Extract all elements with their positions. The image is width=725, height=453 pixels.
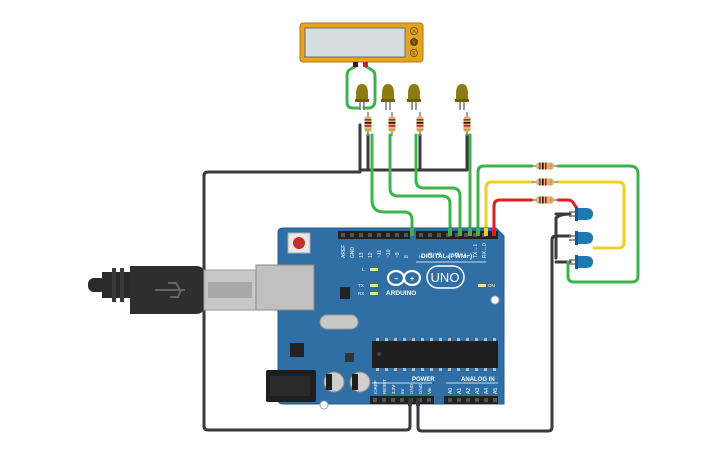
status-leds: L TX RX ON [358, 267, 495, 296]
pin-label-a5: A5 [493, 388, 499, 394]
svg-text:+: + [410, 276, 414, 283]
blue-led-3[interactable] [569, 255, 593, 269]
pin-label-ioref: IOREF [373, 380, 378, 394]
multimeter[interactable]: A V R [299, 22, 424, 67]
pin-label-8: 8 [404, 255, 410, 258]
resistor-5[interactable] [532, 162, 558, 170]
resistor-1[interactable] [364, 112, 372, 136]
pin-label-gnd-2: GND [418, 383, 423, 394]
pin-label-tx1: TX→1 [473, 244, 479, 258]
voltage-regulator-chip [340, 287, 350, 299]
wire-led3-pin[interactable] [414, 133, 462, 236]
mode-a-button[interactable] [409, 26, 418, 35]
pin-label-a2: A2 [466, 388, 472, 394]
pin-label-a0: A0 [448, 388, 454, 394]
resistor-2[interactable] [388, 112, 396, 136]
pin-label-vin: Vin [427, 387, 432, 394]
resistor-4[interactable] [463, 112, 471, 136]
wire-meter-black[interactable] [345, 64, 361, 110]
analog-header [444, 396, 498, 404]
infinity-logo-icon [386, 269, 422, 287]
probe-black-terminal[interactable] [353, 62, 358, 67]
pin-label-a1: A1 [457, 388, 463, 394]
resistor-3[interactable] [416, 112, 424, 136]
pin-label-a3: A3 [475, 388, 481, 394]
pin-label-5: ~5 [437, 252, 443, 258]
usb-jack [255, 264, 315, 311]
pin-label-12: 12 [368, 252, 374, 258]
brand-label: ARDUINO [386, 290, 416, 297]
pin-label-2: 2 [464, 255, 470, 258]
electrolytic-capacitors [323, 371, 371, 393]
power-pin-labels: IOREF RESET 3.3V 5V GND GND Vin [373, 379, 432, 394]
resistor-7[interactable] [532, 196, 558, 204]
blue-led-2[interactable] [569, 231, 593, 245]
resistor-6[interactable] [532, 178, 558, 186]
atmega-microcontroller [372, 338, 498, 371]
analog-pin-labels: A0 A1 A2 A3 A4 A5 [448, 388, 499, 394]
wire-led1-pin[interactable] [370, 133, 414, 236]
usb-icon [155, 282, 185, 298]
wire-ground-left[interactable] [202, 123, 412, 432]
digital-header-sockets [341, 233, 486, 237]
arduino-logo: − + ARDUINO UNO [386, 265, 465, 297]
capacitor-chip [345, 353, 354, 362]
power-label: POWER [412, 377, 435, 383]
mode-a-label: A [412, 29, 416, 35]
mode-v-button[interactable] [409, 38, 418, 47]
pin-label-gnd: GND [350, 247, 356, 259]
pin-label-9: ~9 [395, 252, 401, 258]
led-label-on: ON [488, 283, 495, 288]
pin-label-3: ~3 [455, 252, 461, 258]
wire-right-red[interactable] [492, 198, 580, 236]
led-label-tx: TX [358, 283, 364, 288]
pin-label-13: 13 [359, 252, 365, 258]
wire-right-green[interactable] [476, 164, 640, 284]
pin-label-6: ~6 [428, 252, 434, 258]
wire-meter-red[interactable] [362, 64, 377, 110]
pin-label-4: 4 [446, 255, 452, 258]
pin-label-5v: 5V [400, 388, 405, 394]
pin-label-3v3: 3.3V [391, 385, 396, 394]
multimeter-screen [304, 27, 406, 58]
header-wire-ends [408, 228, 496, 406]
wire-right-yellow[interactable] [484, 180, 626, 250]
led-label-rx: RX [358, 291, 364, 296]
analog-in-label: ANALOG IN [461, 377, 495, 383]
blue-led-1[interactable] [569, 207, 593, 221]
yellow-led-4[interactable] [455, 84, 469, 110]
reset-button[interactable] [287, 232, 311, 254]
wire-ground-bus[interactable] [358, 133, 469, 172]
usb-cable[interactable] [88, 266, 257, 314]
pin-label-7: 7 [419, 255, 425, 258]
pin-label-gnd-1: GND [409, 383, 414, 394]
arduino-uno-board[interactable]: AREF GND 13 12 ~11 ~10 ~9 8 7 ~6 ~5 4 ~3… [255, 227, 505, 410]
crystal-oscillator [319, 314, 359, 330]
led-label-l: L [362, 267, 365, 272]
mode-v-label: V [412, 40, 416, 46]
yellow-led-2[interactable] [381, 84, 395, 110]
digital-header-label: DIGITAL (PWM~) [421, 253, 472, 260]
pin-label-11: ~11 [377, 250, 383, 258]
multimeter-mode-buttons: A V R [409, 26, 418, 58]
probe-red-terminal[interactable] [363, 62, 368, 67]
lower-header-sockets [373, 398, 497, 402]
yellow-led-3[interactable] [407, 84, 421, 110]
mode-r-label: R [412, 51, 415, 57]
pin-label-10: ~10 [386, 249, 392, 258]
pin-label-reset: RESET [382, 379, 387, 394]
mode-r-button[interactable] [409, 49, 418, 58]
svg-text:−: − [394, 276, 398, 283]
wire-layer [202, 64, 640, 433]
yellow-led-1[interactable] [355, 84, 369, 110]
pin-label-aref: AREF [341, 245, 347, 258]
model-badge [426, 265, 465, 289]
pin-label-a4: A4 [484, 388, 490, 394]
regulator [290, 343, 304, 357]
digital-pin-labels: AREF GND 13 12 ~11 ~10 ~9 8 7 ~6 ~5 4 ~3… [341, 243, 488, 258]
pin-label-rx0: RX←0 [482, 243, 488, 258]
wire-led2-pin[interactable] [388, 133, 452, 236]
model-label: UNO [431, 270, 460, 285]
